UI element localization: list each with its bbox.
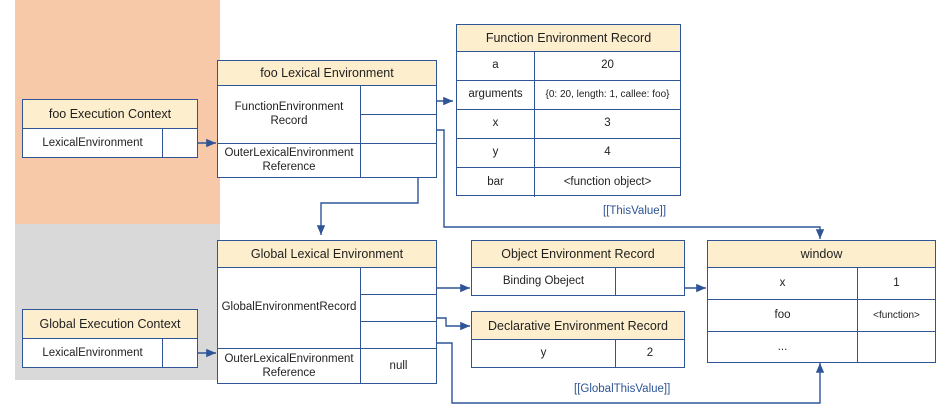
window-key-1: foo bbox=[708, 300, 858, 331]
foo-ec-lexical-environment-value bbox=[163, 129, 197, 158]
fer-key-3: y bbox=[457, 139, 535, 167]
global-lex-row-label-1: OuterLexicalEnvironment Reference bbox=[218, 349, 361, 384]
global-lexical-environment-box: Global Lexical Environment GlobalEnviron… bbox=[217, 240, 437, 384]
foo-lexical-environment-box: foo Lexical Environment FunctionEnvironm… bbox=[217, 60, 437, 178]
foo-lex-row-label-0: FunctionEnvironment Record bbox=[218, 86, 361, 143]
fer-key-2: x bbox=[457, 110, 535, 138]
fer-value-3: 4 bbox=[604, 146, 611, 159]
der-value-0: 2 bbox=[646, 347, 654, 360]
foo-lexical-environment-title: foo Lexical Environment bbox=[218, 61, 436, 86]
global-ec-lexical-environment-label: LexicalEnvironment bbox=[23, 339, 163, 368]
fer-value-0: 20 bbox=[601, 59, 614, 72]
global-lex-subcell-0 bbox=[361, 268, 436, 295]
foo-ec-lexical-environment-label: LexicalEnvironment bbox=[23, 129, 163, 158]
window-value-2 bbox=[858, 332, 935, 363]
oer-key-0: Binding Obeject bbox=[472, 268, 616, 296]
window-object-box: window x 1 foo <function> ... bbox=[707, 240, 936, 363]
global-this-value-annotation: [[GlobalThisValue]] bbox=[574, 383, 671, 395]
window-value-1: <function> bbox=[873, 309, 920, 321]
window-key-2: ... bbox=[708, 332, 858, 363]
global-ec-lexical-environment-value bbox=[163, 339, 197, 368]
oer-value-0 bbox=[616, 268, 684, 296]
fer-value-2: 3 bbox=[604, 117, 611, 130]
global-execution-context-title: Global Execution Context bbox=[23, 310, 197, 339]
fer-value-1: {0: 20, length: 1, callee: foo} bbox=[545, 89, 670, 100]
function-environment-record-title: Function Environment Record bbox=[457, 25, 680, 52]
window-value-0: 1 bbox=[893, 276, 900, 289]
global-lex-row-label-0: GlobalEnvironmentRecord bbox=[218, 268, 361, 348]
fer-key-0: a bbox=[457, 52, 535, 80]
function-environment-record-box: Function Environment Record a 20 argumen… bbox=[456, 24, 681, 197]
foo-lex-row-value-0 bbox=[361, 86, 436, 143]
declarative-environment-record-title: Declarative Environment Record bbox=[472, 312, 684, 340]
global-execution-context-box: Global Execution Context LexicalEnvironm… bbox=[22, 309, 198, 368]
object-environment-record-box: Object Environment Record Binding Obejec… bbox=[471, 240, 685, 296]
global-lexical-environment-title: Global Lexical Environment bbox=[218, 241, 436, 268]
window-key-0: x bbox=[708, 268, 858, 299]
window-title: window bbox=[708, 241, 935, 268]
global-lex-row-value-0 bbox=[361, 268, 436, 348]
foo-execution-context-box: foo Execution Context LexicalEnvironment bbox=[22, 99, 198, 158]
foo-lex-subcell-1 bbox=[361, 115, 436, 143]
this-value-annotation: [[ThisValue]] bbox=[603, 205, 667, 217]
fer-key-1: arguments bbox=[457, 81, 535, 109]
foo-lex-row-label-1: OuterLexicalEnvironment Reference bbox=[218, 144, 361, 177]
global-lex-subcell-2 bbox=[361, 322, 436, 348]
global-lex-row-value-1: null bbox=[389, 359, 408, 372]
declarative-environment-record-box: Declarative Environment Record y 2 bbox=[471, 311, 685, 368]
foo-lex-row-value-1 bbox=[361, 144, 436, 177]
fer-key-4: bar bbox=[457, 168, 535, 197]
global-lex-subcell-1 bbox=[361, 295, 436, 322]
foo-lex-subcell-0 bbox=[361, 86, 436, 115]
der-key-0: y bbox=[472, 340, 616, 368]
fer-value-4: <function object> bbox=[563, 175, 652, 188]
foo-execution-context-title: foo Execution Context bbox=[23, 100, 197, 129]
object-environment-record-title: Object Environment Record bbox=[472, 241, 684, 268]
